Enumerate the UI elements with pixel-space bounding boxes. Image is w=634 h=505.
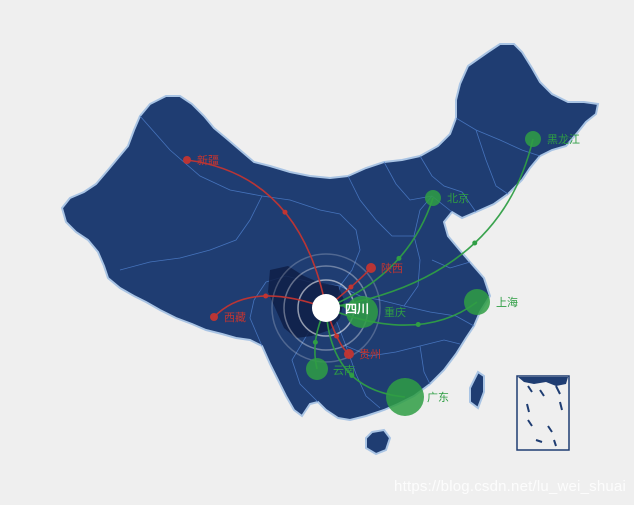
inbound-route-1 bbox=[325, 197, 434, 309]
south-china-sea-inset bbox=[516, 375, 570, 451]
inbound-route-marker-0 bbox=[472, 240, 478, 246]
outbound-city-node-3[interactable] bbox=[344, 349, 354, 359]
china-landmass bbox=[60, 43, 600, 422]
outbound-route-2 bbox=[213, 295, 327, 318]
inbound-city-node-1[interactable] bbox=[425, 190, 441, 206]
inbound-city-label-4: 云南 bbox=[333, 364, 355, 377]
outbound-city-label-1: 陕西 bbox=[381, 261, 403, 275]
inbound-route-marker-4 bbox=[312, 339, 318, 345]
outbound-city-label-3: 贵州 bbox=[359, 348, 381, 361]
outbound-route-marker-0 bbox=[282, 209, 288, 215]
inbound-city-node-3[interactable] bbox=[346, 296, 378, 328]
node-layer bbox=[183, 131, 541, 416]
outbound-route-marker-2 bbox=[263, 293, 269, 299]
inbound-city-node-4[interactable] bbox=[306, 358, 328, 380]
outbound-city-label-2: 西藏 bbox=[224, 311, 246, 324]
inbound-city-label-3: 重庆 bbox=[384, 305, 406, 319]
outbound-route-0 bbox=[186, 159, 327, 309]
inbound-city-node-0[interactable] bbox=[525, 131, 541, 147]
outbound-city-label-0: 新疆 bbox=[197, 153, 219, 167]
taiwan-island bbox=[469, 370, 485, 410]
inbound-route-marker-1 bbox=[396, 255, 402, 261]
outbound-route-marker-1 bbox=[348, 284, 354, 290]
watermark: https://blog.csdn.net/lu_wei_shuai bbox=[394, 478, 626, 495]
inbound-city-node-5[interactable] bbox=[386, 378, 424, 416]
center-node[interactable] bbox=[312, 294, 340, 322]
outbound-city-node-0[interactable] bbox=[183, 156, 191, 164]
inbound-route-marker-5 bbox=[349, 373, 355, 379]
inbound-city-label-1: 北京 bbox=[447, 191, 469, 205]
center-label: 四川 bbox=[345, 302, 369, 316]
outbound-city-node-1[interactable] bbox=[366, 263, 376, 273]
inbound-city-label-2: 上海 bbox=[496, 295, 518, 309]
hainan-island bbox=[365, 428, 392, 456]
inbound-route-marker-2 bbox=[415, 322, 421, 327]
inbound-city-label-0: 黑龙江 bbox=[547, 133, 580, 146]
inbound-city-node-2[interactable] bbox=[464, 289, 490, 315]
province-borders bbox=[119, 115, 541, 409]
inbound-city-label-5: 广东 bbox=[427, 391, 449, 404]
outbound-city-node-2[interactable] bbox=[210, 313, 218, 321]
outbound-route-marker-3 bbox=[334, 333, 340, 339]
